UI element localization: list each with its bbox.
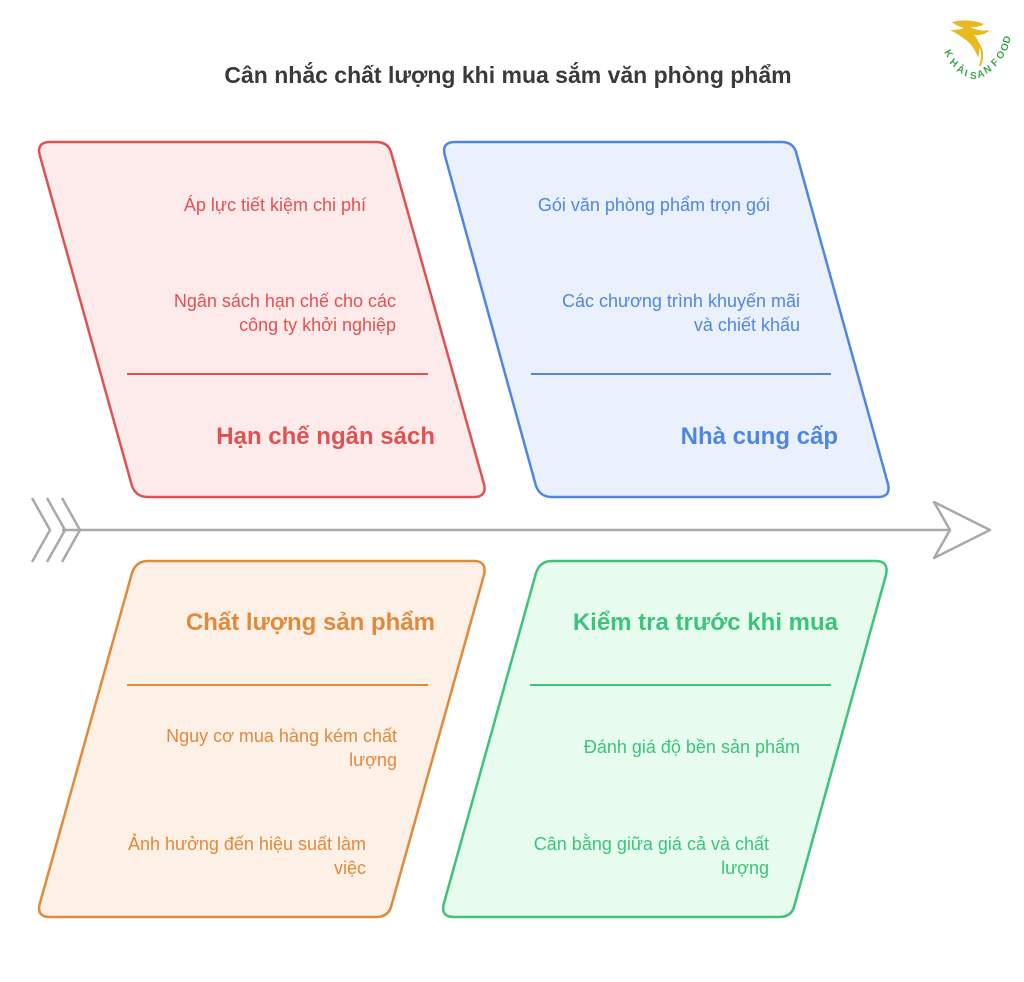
budget-item-2: Ngân sách hạn chế cho các công ty khởi n… [173,291,396,335]
svg-text:A: A [976,68,986,80]
check-item-1: Đánh giá độ bền sản phẩm [583,737,800,757]
supplier-heading: Nhà cung cấp [680,423,838,450]
diagram-title: Cân nhắc chất lượng khi mua sắm văn phòn… [224,62,792,88]
check-box [441,559,888,919]
svg-text:I: I [963,68,968,79]
check-item-2: Cân bằng giữa giá cả và chất lượng [533,834,769,878]
quality-item-2: Ảnh hưởng đến hiệu suất làm việc [127,834,366,878]
spine-tail-chevron-2 [45,497,67,563]
golden-bird-icon [950,20,990,67]
svg-text:O: O [999,41,1012,53]
svg-text:N: N [982,63,994,76]
budget-heading: Hạn chế ngân sách [216,423,435,450]
quality-item-1: Nguy cơ mua hàng kém chất lượng [166,726,397,770]
logo: K H Ả I S A N F O O D [941,20,1014,82]
spine-arrowhead [932,500,992,560]
check-heading: Kiểm tra trước khi mua [572,609,838,636]
spine-tail-chevron-1 [30,497,52,563]
quality-heading: Chất lượng sản phẩm [185,609,435,636]
svg-text:D: D [1001,35,1013,45]
svg-text:S: S [970,71,977,82]
budget-item-1: Áp lực tiết kiệm chi phí [183,195,366,215]
budget-box [37,140,486,499]
supplier-box [442,140,890,499]
spine-tail-chevron-3 [60,497,82,563]
supplier-item-2: Các chương trình khuyến mãi và chiết khấ… [562,291,800,335]
supplier-item-1: Gói văn phòng phẩm trọn gói [537,195,770,215]
quality-box [37,559,486,919]
spine-arrow [30,497,992,563]
